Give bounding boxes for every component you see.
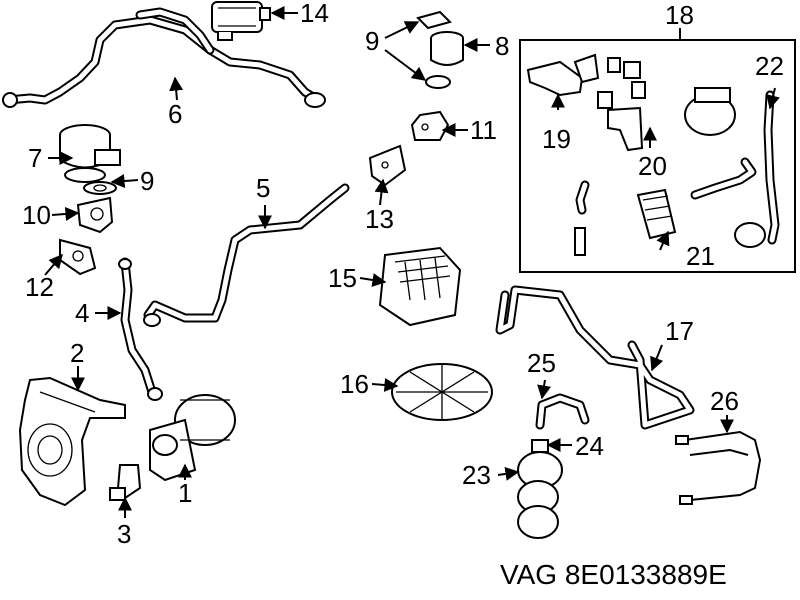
callout-18: 18 xyxy=(665,0,694,30)
callout-10: 10 xyxy=(22,200,51,230)
callout-21: 21 xyxy=(686,241,715,271)
disc-16 xyxy=(391,363,493,421)
callout-15: 15 xyxy=(328,263,357,293)
callout-9a: 9 xyxy=(365,26,379,56)
callout-3: 3 xyxy=(117,519,131,549)
sensor-3 xyxy=(109,464,142,501)
canister-14 xyxy=(211,1,271,41)
callout-20: 20 xyxy=(638,151,667,181)
callout-12: 12 xyxy=(25,272,54,302)
callout-8: 8 xyxy=(495,31,509,61)
bellows-23 xyxy=(517,439,563,539)
callout-11: 11 xyxy=(470,115,497,145)
part-reference-text: VAG 8E0133889E xyxy=(500,559,727,590)
callout-9b: 9 xyxy=(140,166,154,196)
pipe-5 xyxy=(143,183,350,327)
callout-23: 23 xyxy=(462,460,491,490)
hose-25 xyxy=(535,393,590,430)
hose-assembly-6 xyxy=(2,7,326,108)
callout-16: 16 xyxy=(340,369,369,399)
callout-22: 22 xyxy=(755,51,784,81)
sensor-wire-26 xyxy=(675,430,762,505)
heat-shield-2 xyxy=(18,376,126,507)
callout-1: 1 xyxy=(178,478,192,508)
gasket-9-lower xyxy=(83,181,117,195)
callout-14: 14 xyxy=(300,0,329,28)
gasket-10 xyxy=(76,196,114,234)
callout-4: 4 xyxy=(75,298,89,328)
callout-17: 17 xyxy=(665,316,694,346)
callout-7: 7 xyxy=(28,143,42,173)
valve-8 xyxy=(416,10,464,89)
callout-6: 6 xyxy=(168,99,182,129)
callout-2: 2 xyxy=(70,338,84,368)
bracket-11 xyxy=(410,110,450,141)
tube-17 xyxy=(495,285,695,430)
leader-lines xyxy=(44,6,780,518)
callout-25: 25 xyxy=(527,348,556,378)
callout-13: 13 xyxy=(365,204,394,234)
bracket-13 xyxy=(368,144,407,187)
gasket-12 xyxy=(59,238,97,276)
kit-box-18 xyxy=(519,39,796,273)
housing-15 xyxy=(378,246,462,327)
hose-4 xyxy=(118,257,163,401)
callout-5: 5 xyxy=(256,173,270,203)
air-pump-1 xyxy=(149,394,236,482)
callout-24: 24 xyxy=(575,431,604,461)
callout-19: 19 xyxy=(542,124,571,154)
callout-labels: 1 2 3 4 5 6 7 8 9 9 10 11 12 13 14 15 16… xyxy=(22,0,784,549)
callout-26: 26 xyxy=(710,386,739,416)
valve-7 xyxy=(59,124,121,183)
